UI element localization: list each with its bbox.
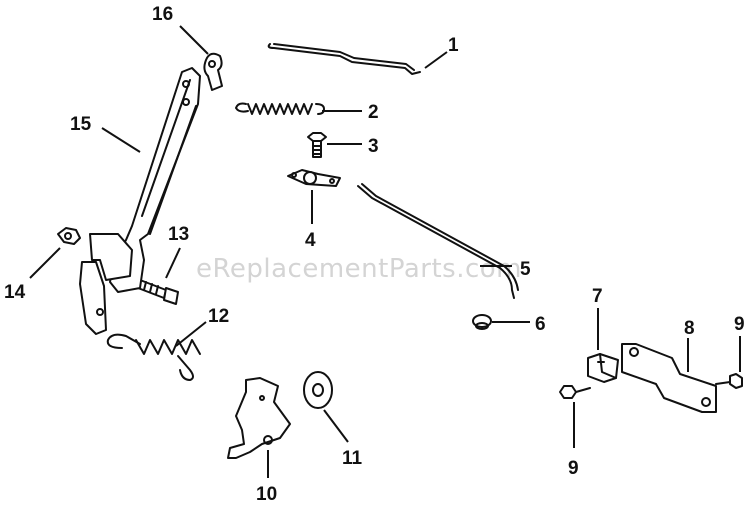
part-3-screw[interactable] bbox=[307, 132, 327, 158]
callout-3: 3 bbox=[368, 136, 379, 157]
part-9-screw-right[interactable] bbox=[715, 373, 743, 389]
part-7-clip[interactable] bbox=[587, 353, 619, 383]
callout-9a: 9 bbox=[568, 458, 579, 479]
leader-14 bbox=[29, 247, 61, 279]
callout-14: 14 bbox=[4, 282, 26, 303]
part-15-throttle-lever[interactable] bbox=[79, 67, 201, 335]
part-14-nut[interactable] bbox=[57, 227, 81, 245]
leader-12 bbox=[175, 321, 207, 347]
leader-11 bbox=[323, 409, 349, 443]
callout-11: 11 bbox=[342, 448, 363, 469]
callout-1: 1 bbox=[448, 35, 459, 56]
leader-16 bbox=[179, 25, 209, 55]
part-9-screw-left[interactable] bbox=[559, 385, 591, 399]
callout-9b: 9 bbox=[734, 314, 745, 335]
callout-4: 4 bbox=[305, 230, 316, 251]
leader-1 bbox=[424, 51, 448, 69]
callout-6: 6 bbox=[535, 314, 546, 335]
part-13-bolt[interactable] bbox=[137, 279, 179, 305]
part-8-plate[interactable] bbox=[621, 343, 717, 413]
callout-16: 16 bbox=[152, 4, 173, 25]
part-12-spring[interactable] bbox=[106, 333, 201, 381]
callout-12: 12 bbox=[208, 306, 229, 327]
part-16-clip[interactable] bbox=[203, 52, 223, 91]
callout-13: 13 bbox=[168, 224, 189, 245]
part-1-linkage-rod[interactable] bbox=[267, 43, 421, 75]
part-6-bushing[interactable] bbox=[472, 314, 492, 330]
callout-15: 15 bbox=[70, 114, 92, 135]
part-10-lever-bracket[interactable] bbox=[227, 377, 291, 459]
part-11-washer[interactable] bbox=[303, 371, 333, 409]
part-2-spring[interactable] bbox=[235, 102, 325, 115]
leader-15 bbox=[101, 127, 141, 153]
watermark-text: eReplacementParts.com bbox=[196, 254, 522, 284]
callout-2: 2 bbox=[368, 102, 379, 123]
part-4-bracket[interactable] bbox=[287, 169, 341, 187]
callout-10: 10 bbox=[256, 484, 277, 505]
callout-8: 8 bbox=[684, 318, 695, 339]
callout-5: 5 bbox=[520, 259, 531, 280]
callout-7: 7 bbox=[592, 286, 603, 307]
leader-13 bbox=[165, 247, 181, 279]
